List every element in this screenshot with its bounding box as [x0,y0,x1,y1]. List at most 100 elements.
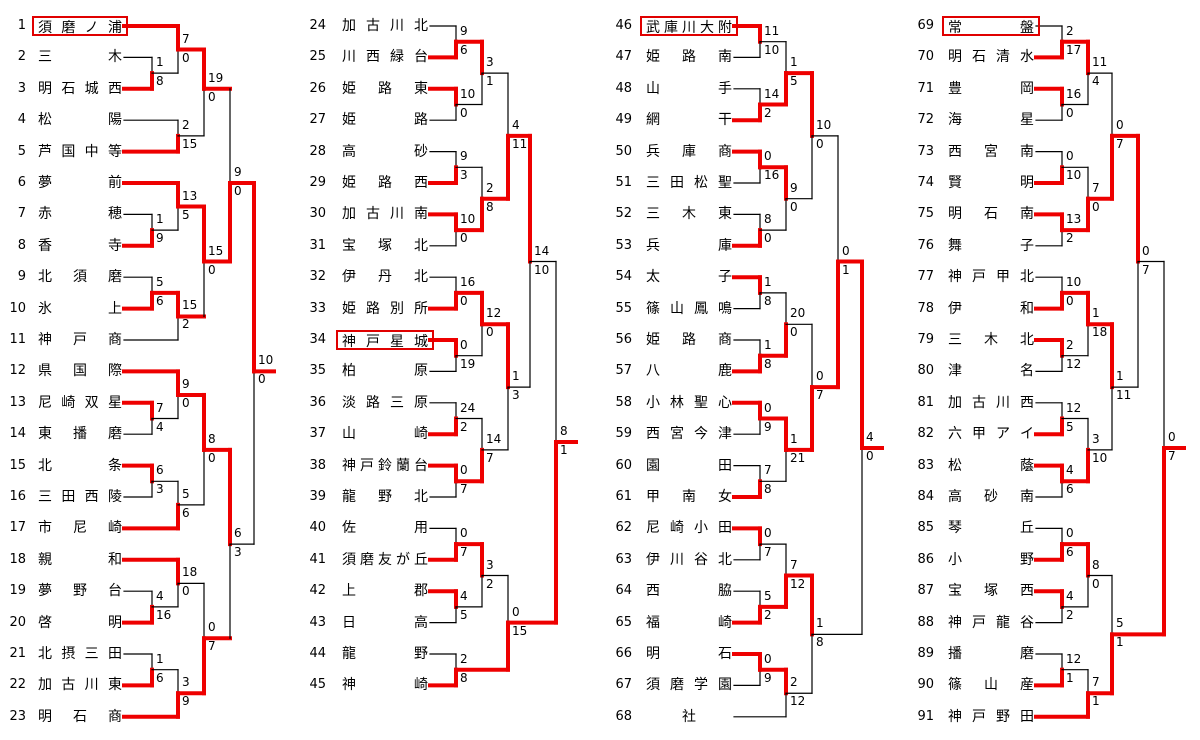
match-score: 0 [1116,117,1124,132]
match-score: 0 [1092,199,1100,214]
team-name: 加古川西 [948,394,1034,411]
match-score: 0 [208,620,216,635]
match-score: 7 [1142,262,1150,277]
match-score: 1 [1116,369,1124,384]
team-name: 六甲アイ [948,426,1034,443]
match-score: 10 [460,86,476,101]
match-score: 4 [512,117,520,132]
match-score: 14 [764,86,780,101]
match-score: 6 [460,42,468,57]
match-score: 0 [460,526,468,541]
match-score: 0 [182,395,190,410]
match-score: 9 [764,670,772,685]
match-score: 8 [1092,557,1100,572]
team-name: 龍野北 [342,489,428,505]
team-seed-number: 47 [615,49,632,65]
team-seed-number: 63 [615,551,632,567]
match-score: 16 [156,607,172,622]
team-name: 須磨ノ浦 [32,16,128,36]
team-seed-number: 35 [309,363,326,379]
match-score: 8 [460,670,468,685]
team-seed-number: 22 [9,677,26,693]
team-name: 西脇 [646,583,732,600]
team-seed-number: 29 [309,175,326,190]
team-seed-number: 76 [917,237,934,253]
match-score: 8 [764,212,772,227]
match-score: 4 [156,588,164,603]
match-score: 3 [234,545,242,560]
team-seed-number: 34 [309,332,326,347]
team-name: 三木東 [646,206,732,223]
match-score: 10 [1092,450,1108,465]
match-score: 0 [460,293,468,308]
match-score: 7 [816,388,824,403]
match-score: 7 [1092,180,1100,195]
team-name: 明石清水 [948,49,1034,66]
match-score: 8 [208,431,216,446]
team-name: 夢前 [38,175,122,191]
team-seed-number: 32 [309,269,326,285]
match-score: 14 [534,243,550,258]
match-score: 8 [486,199,494,214]
match-score: 10 [1066,168,1082,183]
team-seed-number: 21 [9,646,26,661]
match-score: 2 [1066,337,1074,352]
match-score: 1 [1066,670,1074,685]
match-score: 5 [460,607,468,622]
match-score: 4 [460,588,468,603]
team-name: 神崎 [342,677,428,694]
team-seed-number: 91 [917,708,934,724]
team-seed-number: 58 [615,394,632,410]
team-name: 明石商 [38,708,122,725]
team-name: 上郡 [342,583,428,600]
match-score: 3 [156,482,164,497]
match-score: 10 [258,353,274,368]
match-score: 9 [764,419,772,434]
match-score: 2 [486,576,494,591]
team-name: 明石 [646,646,732,662]
team-name: 県国際 [38,363,122,380]
team-seed-number: 3 [17,80,26,96]
match-score: 0 [208,262,216,277]
team-name: 日高 [342,614,428,631]
team-name: 神戸野田 [948,708,1034,725]
team-name: 三田西陵 [38,489,122,505]
match-score: 1 [560,443,568,458]
match-score: 12 [1066,651,1082,666]
match-score: 7 [764,545,772,560]
match-score: 7 [156,400,164,415]
team-seed-number: 49 [615,112,632,128]
team-seed-number: 42 [309,583,326,599]
match-score: 0 [1066,149,1074,164]
team-seed-number: 77 [917,269,934,285]
team-seed-number: 53 [615,237,632,253]
team-seed-number: 25 [309,49,326,65]
team-name: 賢明 [948,175,1034,191]
match-score: 15 [182,136,198,151]
team-seed-number: 45 [309,677,326,693]
match-score: 8 [156,74,164,89]
match-score: 13 [1066,212,1082,227]
match-score: 15 [208,243,224,258]
match-score: 2 [182,317,190,332]
match-score: 2 [182,117,190,132]
team-seed-number: 4 [17,112,26,128]
match-score: 3 [486,557,494,572]
team-name: 豊岡 [948,80,1034,97]
match-score: 8 [764,356,772,371]
team-name: 川西緑台 [342,49,428,66]
match-score: 1 [816,616,824,631]
match-score: 16 [460,274,476,289]
match-score: 0 [1066,293,1074,308]
match-score: 11 [1092,55,1108,70]
match-score: 0 [486,325,494,340]
match-score: 13 [182,188,198,203]
match-score: 1 [790,431,798,446]
team-seed-number: 38 [309,457,326,473]
match-score: 1 [486,74,494,89]
team-seed-number: 74 [917,175,934,190]
match-score: 18 [1092,325,1108,340]
match-score: 7 [460,482,468,497]
team-seed-number: 15 [9,457,26,473]
match-score: 0 [764,149,772,164]
